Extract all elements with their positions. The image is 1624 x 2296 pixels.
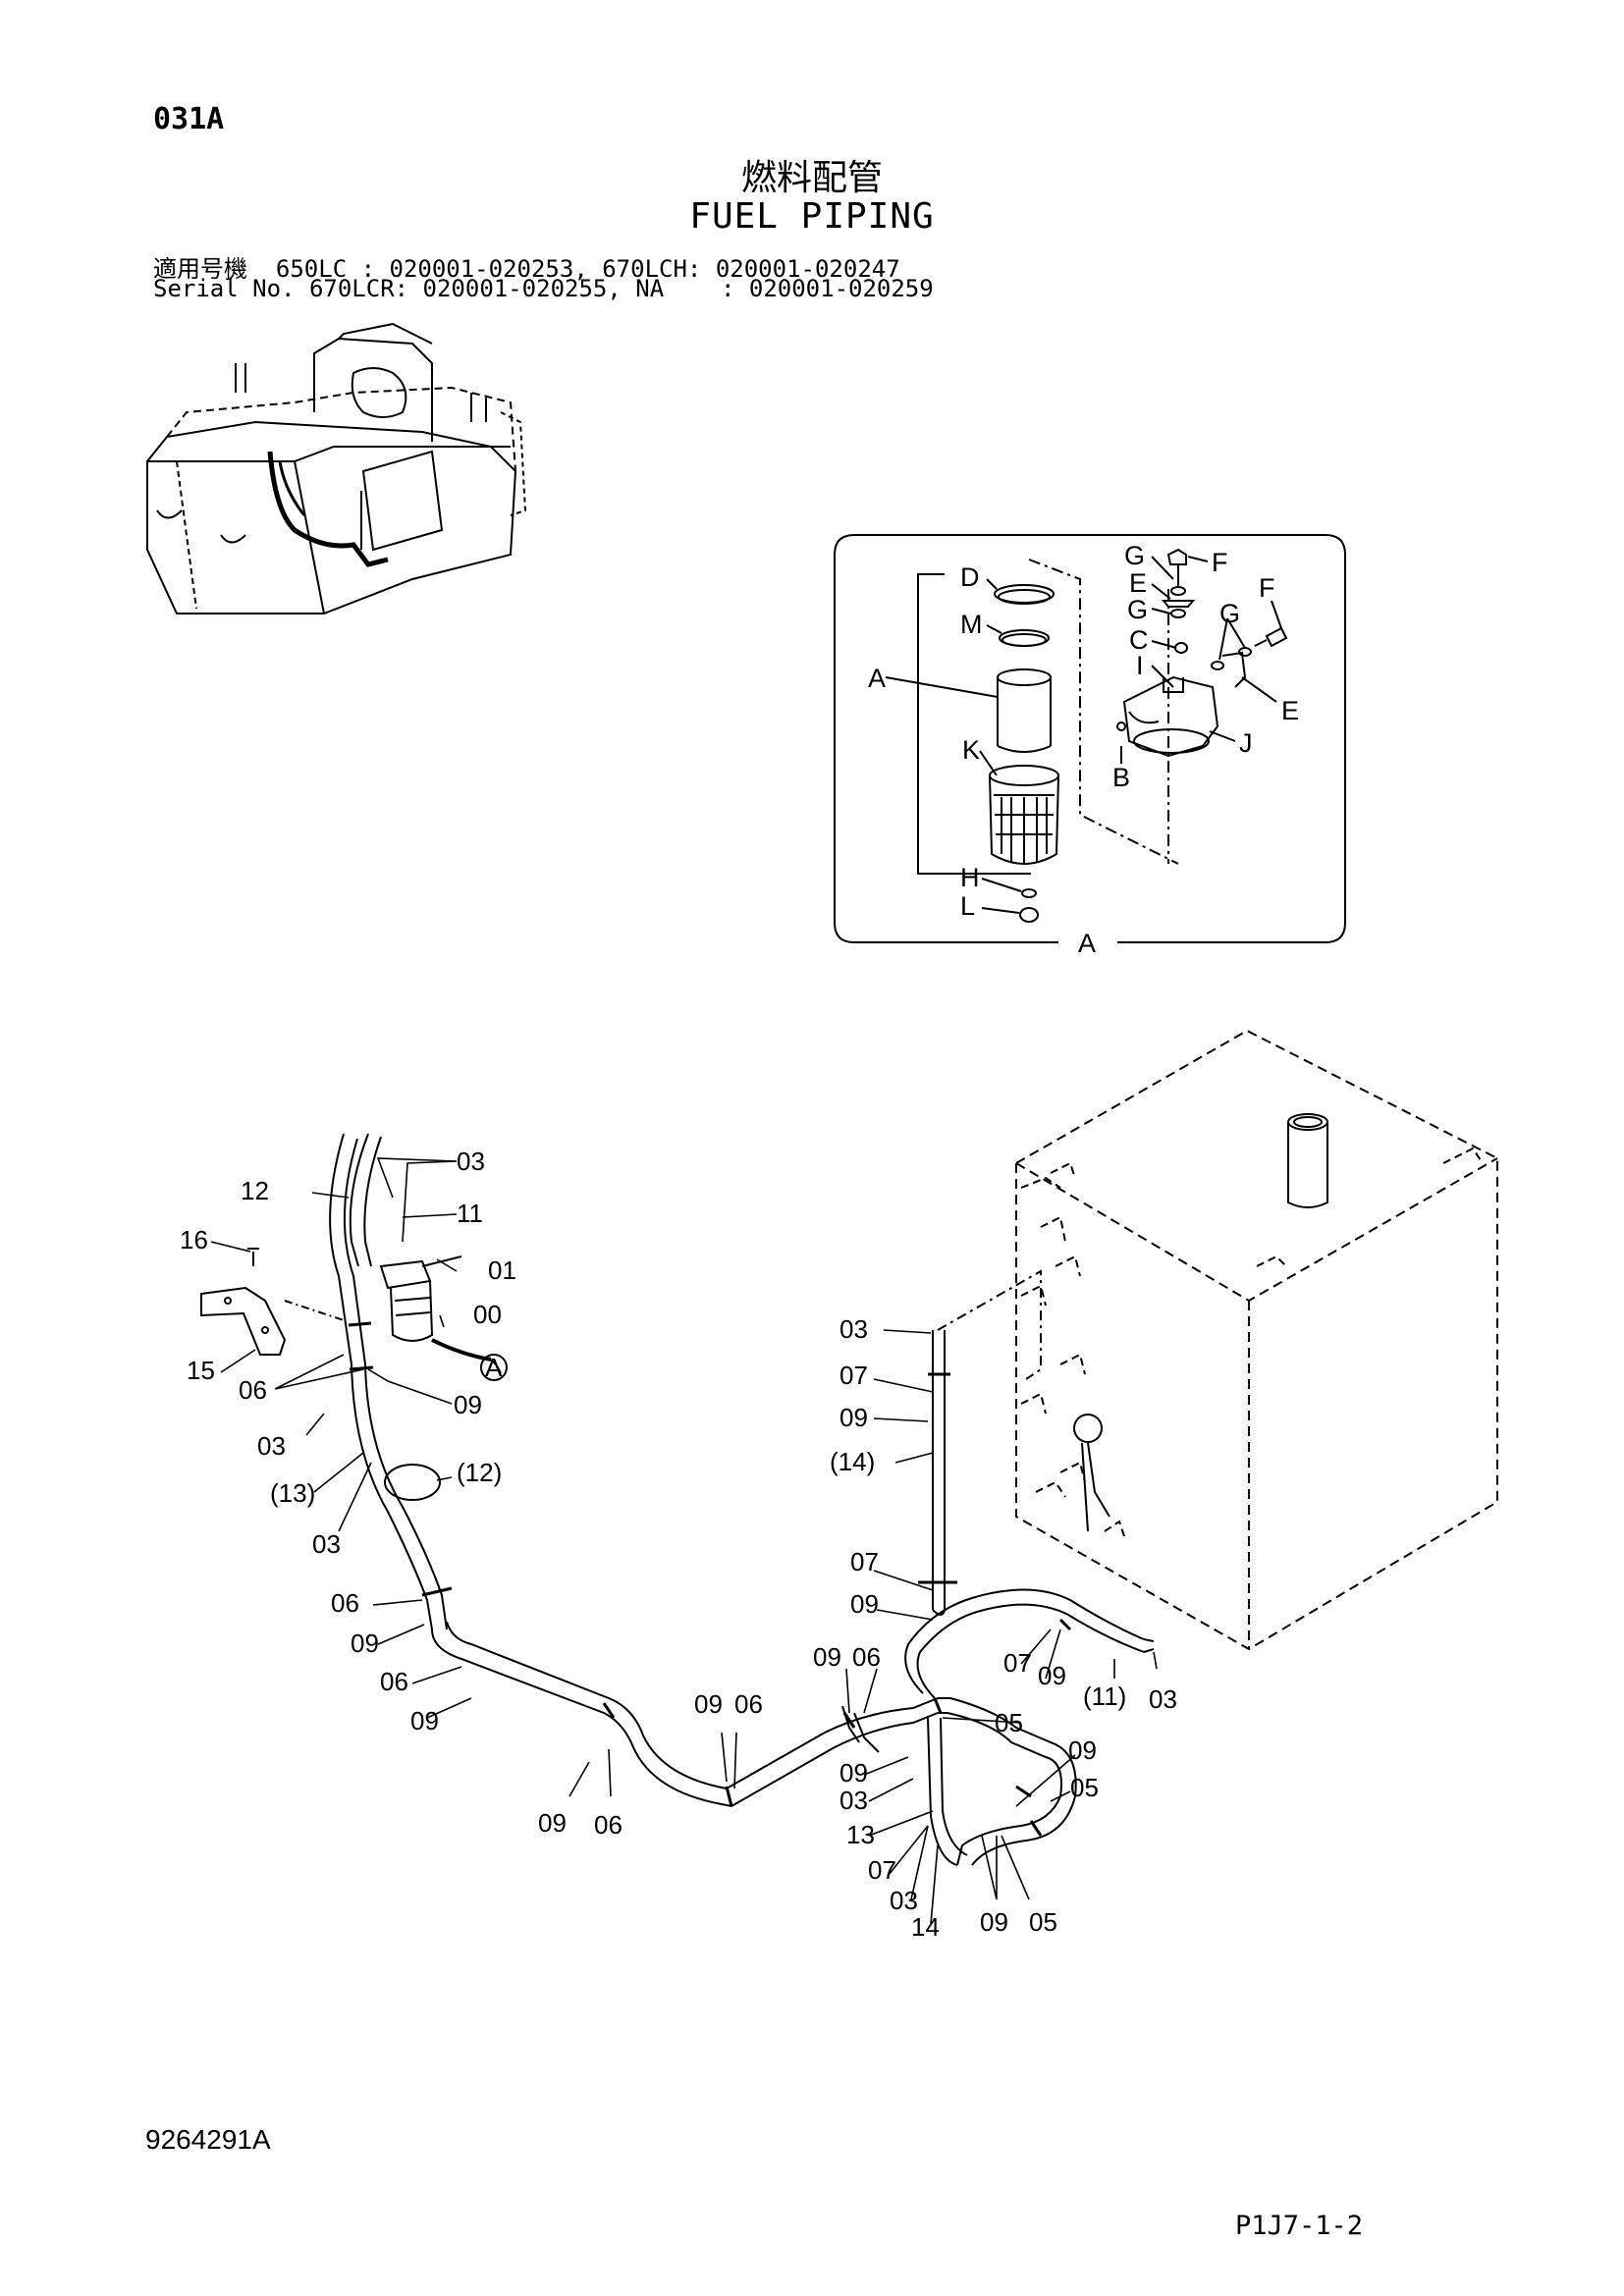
label-part-03: 03 xyxy=(457,1147,485,1176)
label-part-09: 09 xyxy=(1068,1735,1097,1765)
label-B: B xyxy=(1112,763,1130,792)
page-title-japanese: 燃料配管 xyxy=(740,158,883,198)
label-part-09: 09 xyxy=(839,1403,868,1432)
label-L: L xyxy=(960,891,975,921)
label-H: H xyxy=(960,863,980,892)
label-part-12-paren: (12) xyxy=(457,1458,502,1487)
label-part-13: 13 xyxy=(846,1820,875,1849)
label-part-13-paren: (13) xyxy=(270,1478,315,1508)
label-part-07: 07 xyxy=(868,1855,896,1885)
label-part-05: 05 xyxy=(1070,1773,1099,1802)
page-title: FUEL PIPING xyxy=(689,196,935,237)
label-part-09: 09 xyxy=(813,1642,841,1672)
bolt-16 xyxy=(247,1248,259,1266)
label-D: D xyxy=(960,562,980,592)
label-I: I xyxy=(1136,651,1144,680)
label-G-1: G xyxy=(1124,541,1145,570)
page-number: P1J7-1-2 xyxy=(1235,2211,1364,2241)
label-part-03: 03 xyxy=(312,1529,341,1559)
bracket-15 xyxy=(200,1286,287,1356)
label-part-15: 15 xyxy=(187,1356,215,1385)
label-part-09: 09 xyxy=(410,1706,439,1735)
label-F-1: F xyxy=(1212,548,1228,577)
label-part-03: 03 xyxy=(1149,1684,1177,1714)
label-part-09: 09 xyxy=(1038,1661,1066,1690)
label-detail-a-frame: A xyxy=(1078,929,1096,958)
label-part-09: 09 xyxy=(454,1390,482,1419)
label-part-09: 09 xyxy=(980,1907,1008,1937)
label-part-09: 09 xyxy=(839,1758,868,1788)
label-K: K xyxy=(962,735,980,765)
label-part-03: 03 xyxy=(839,1786,868,1815)
label-part-03: 03 xyxy=(257,1431,286,1461)
hose-clamp-loop xyxy=(384,1464,441,1501)
label-part-01: 01 xyxy=(488,1255,516,1285)
document-number: 9264291A xyxy=(145,2124,271,2155)
leader-lines xyxy=(210,1157,1158,1925)
label-detail-a-ref: A xyxy=(485,1353,503,1382)
serial-range-line-2: Serial No. 670LCR: 020001-020255, NA : 0… xyxy=(153,275,934,302)
label-G-3: G xyxy=(1219,599,1240,628)
label-E-2: E xyxy=(1281,696,1299,725)
label-part-07: 07 xyxy=(839,1361,868,1390)
label-part-06: 06 xyxy=(331,1588,359,1618)
label-part-05: 05 xyxy=(1029,1907,1057,1937)
label-part-11-paren: (11) xyxy=(1083,1682,1126,1711)
label-part-14-paren: (14) xyxy=(830,1447,875,1476)
serial-range-line-1: 適用号機 650LC : 020001-020253, 670LCH: 0200… xyxy=(153,255,900,283)
label-part-03: 03 xyxy=(839,1314,868,1344)
label-part-07: 07 xyxy=(850,1547,879,1576)
tank-gauge xyxy=(1073,1414,1110,1532)
fuel-tank-illustration xyxy=(1015,1029,1498,1651)
label-part-16: 16 xyxy=(180,1225,208,1255)
label-part-09: 09 xyxy=(538,1808,567,1838)
label-part-11: 11 xyxy=(457,1199,483,1228)
label-E-1: E xyxy=(1129,568,1147,598)
filter-bowl xyxy=(989,765,1059,865)
label-C: C xyxy=(1129,625,1149,655)
label-part-06: 06 xyxy=(852,1642,881,1672)
label-part-09: 09 xyxy=(351,1629,379,1658)
drain-plug-l xyxy=(1019,907,1039,923)
label-part-09: 09 xyxy=(850,1589,879,1619)
label-part-00: 00 xyxy=(473,1300,502,1329)
fuel-hose-left xyxy=(329,1133,448,1630)
filter-element xyxy=(997,668,1052,753)
machine-overview-illustration xyxy=(146,322,527,614)
label-part-14: 14 xyxy=(911,1912,940,1942)
fuel-tank-filler-neck xyxy=(1287,1113,1328,1208)
label-part-06: 06 xyxy=(380,1667,408,1696)
filter-head xyxy=(1122,675,1219,758)
label-M: M xyxy=(960,610,983,639)
label-part-06: 06 xyxy=(239,1375,267,1405)
fuel-hose-tank-line xyxy=(904,1588,1155,1699)
label-part-05: 05 xyxy=(995,1708,1023,1737)
label-A: A xyxy=(868,664,886,693)
label-G-2: G xyxy=(1127,595,1148,624)
label-part-06: 06 xyxy=(734,1689,763,1719)
label-part-03: 03 xyxy=(890,1886,918,1915)
label-F-2: F xyxy=(1259,573,1275,603)
label-J: J xyxy=(1239,728,1253,758)
label-part-06: 06 xyxy=(594,1810,623,1840)
label-part-07: 07 xyxy=(1003,1648,1032,1678)
detail-a-frame xyxy=(834,534,1346,943)
label-part-12: 12 xyxy=(241,1176,269,1205)
label-part-09: 09 xyxy=(694,1689,723,1719)
page-code: 031A xyxy=(153,102,225,136)
detail-a-bracket xyxy=(917,573,1031,875)
washer-h xyxy=(1021,888,1037,898)
